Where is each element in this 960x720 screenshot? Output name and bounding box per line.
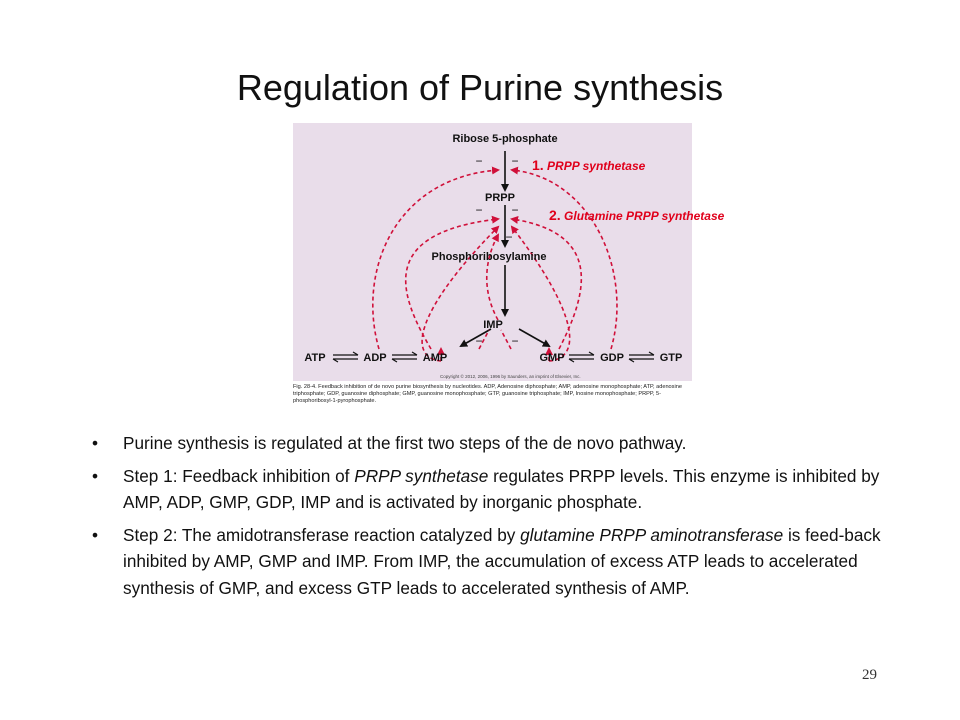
slide-title: Regulation of Purine synthesis [236, 67, 724, 108]
equilibrium-arrows [332, 351, 655, 363]
bullet-marker: • [92, 524, 99, 545]
feedback-inhibition-arcs [372, 166, 618, 362]
bullet-text: Purine synthesis is regulated at the fir… [123, 433, 687, 453]
figure-copyright: Copyright © 2012, 2006, 1996 by Saunders… [440, 374, 581, 379]
label-step1-number: 1. [532, 157, 544, 173]
bullet-text-emphasis: PRPP synthetase [354, 465, 489, 486]
bullet-list: • Purine synthesis is regulated at the f… [92, 430, 882, 607]
node-imp: IMP [483, 319, 503, 331]
bullet-text-post: regulates PRPP levels. This enzyme is in… [123, 465, 880, 513]
node-atp: ATP [304, 352, 325, 364]
minus-sign: − [511, 154, 518, 168]
label-step1-text: PRPP synthetase [547, 159, 646, 173]
pathway-diagram: Ribose 5-phosphate PRPP Phosphoribosylam… [293, 123, 692, 381]
label-step2-glutamine-prpp: 2. Glutamine PRPP synthetase [549, 207, 724, 223]
label-step2-text: Glutamine PRPP synthetase [564, 209, 725, 223]
bullet-text-pre: Step 1: Feedback inhibition of [123, 465, 355, 486]
minus-sign: − [475, 334, 482, 348]
minus-sign: − [511, 334, 518, 348]
bullet-item: • Step 1: Feedback inhibition of PRPP sy… [92, 463, 882, 516]
bullet-text-post: is feed-back inhibited by AMP, GMP and I… [123, 524, 881, 598]
node-gdp: GDP [600, 352, 624, 364]
node-ribose-5-phosphate: Ribose 5-phosphate [452, 133, 557, 145]
bullet-item: • Purine synthesis is regulated at the f… [92, 430, 882, 457]
node-adp: ADP [363, 352, 386, 364]
figure-caption: Fig. 28-4. Feedback inhibition of de nov… [293, 384, 682, 404]
minus-sign: − [475, 154, 482, 168]
arrow-imp-to-amp [459, 328, 492, 347]
node-amp: AMP [423, 352, 447, 364]
bullet-text-emphasis: glutamine PRPP aminotransferase [520, 524, 784, 545]
minus-sign: − [475, 203, 482, 217]
feedback-inhibition-figure: Ribose 5-phosphate PRPP Phosphoribosylam… [293, 123, 692, 425]
bullet-marker: • [92, 465, 99, 486]
node-gtp: GTP [660, 352, 683, 364]
bullet-item: • Step 2: The amidotransferase reaction … [92, 522, 882, 602]
diagram-panel [293, 123, 692, 381]
node-phosphoribosylamine: Phosphoribosylamine [432, 251, 547, 263]
arrow-imp-to-gmp [518, 328, 551, 347]
label-step2-number: 2. [549, 207, 561, 223]
bullet-text-pre: Step 2: The amidotransferase reaction ca… [123, 524, 521, 545]
node-prpp: PRPP [485, 192, 515, 204]
page-number: 29 [862, 667, 877, 683]
minus-sign: − [511, 203, 518, 217]
label-step1-prpp-synthetase: 1. PRPP synthetase [532, 157, 645, 173]
node-gmp: GMP [539, 352, 564, 364]
minus-sign: − [505, 230, 512, 244]
bullet-marker: • [92, 433, 99, 453]
